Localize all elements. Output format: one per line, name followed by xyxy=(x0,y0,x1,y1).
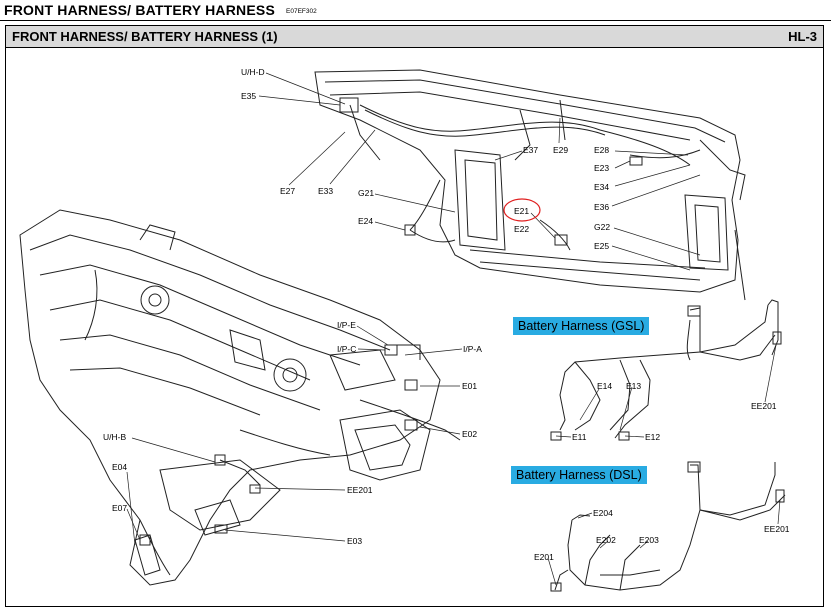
label-e29: E29 xyxy=(553,145,568,155)
engine-compartment-drawing xyxy=(19,209,461,586)
label-e37: E37 xyxy=(523,145,538,155)
label-ip-a: I/P-A xyxy=(463,344,482,354)
label-uh-d: U/H-D xyxy=(241,67,265,77)
battery-harness-dsl-drawing xyxy=(550,461,786,592)
label-e28: E28 xyxy=(594,145,609,155)
section-title: FRONT HARNESS/ BATTERY HARNESS (1) xyxy=(12,29,278,44)
label-e14: E14 xyxy=(597,381,612,391)
label-e22: E22 xyxy=(514,224,529,234)
label-ee201-gsl: EE201 xyxy=(751,401,777,411)
title-rule xyxy=(0,20,831,21)
e21-highlight-circle xyxy=(503,198,541,222)
callout-battery-harness-gsl: Battery Harness (GSL) xyxy=(513,317,650,335)
component-labels: U/H-D E35 E27 E33 E37 E29 E28 E23 E34 E3… xyxy=(103,67,790,562)
label-e23: E23 xyxy=(594,163,609,173)
label-ee201-main: EE201 xyxy=(347,485,373,495)
label-g21: G21 xyxy=(358,188,374,198)
document-code: E07EF302 xyxy=(286,8,317,15)
label-e13: E13 xyxy=(626,381,641,391)
leader-lines xyxy=(126,72,781,586)
label-e24: E24 xyxy=(358,216,373,226)
label-e04: E04 xyxy=(112,462,127,472)
document-title: FRONT HARNESS/ BATTERY HARNESS xyxy=(4,2,275,18)
label-g22: G22 xyxy=(594,222,610,232)
label-e27: E27 xyxy=(280,186,295,196)
label-e33: E33 xyxy=(318,186,333,196)
label-e34: E34 xyxy=(594,182,609,192)
label-ip-e: I/P-E xyxy=(337,320,356,330)
section-header: FRONT HARNESS/ BATTERY HARNESS (1) HL-3 xyxy=(6,26,823,48)
radiator-support-drawing xyxy=(314,69,746,301)
label-uh-b: U/H-B xyxy=(103,432,126,442)
label-e36: E36 xyxy=(594,202,609,212)
label-ee201-dsl: EE201 xyxy=(764,524,790,534)
label-e03: E03 xyxy=(347,536,362,546)
label-e25: E25 xyxy=(594,241,609,251)
callout-battery-harness-dsl: Battery Harness (DSL) xyxy=(511,466,647,484)
label-e02: E02 xyxy=(462,429,477,439)
label-e11: E11 xyxy=(572,432,587,442)
label-e35: E35 xyxy=(241,91,256,101)
page-code: HL-3 xyxy=(788,29,817,44)
label-e12: E12 xyxy=(645,432,660,442)
label-e21: E21 xyxy=(514,206,529,216)
label-e201: E201 xyxy=(534,552,554,562)
label-e01: E01 xyxy=(462,381,477,391)
battery-harness-gsl-drawing xyxy=(550,299,782,441)
label-e204: E204 xyxy=(593,508,613,518)
label-e202: E202 xyxy=(596,535,616,545)
label-e07: E07 xyxy=(112,503,127,513)
label-e203: E203 xyxy=(639,535,659,545)
label-ip-c: I/P-C xyxy=(337,344,356,354)
diagram-frame: FRONT HARNESS/ BATTERY HARNESS (1) HL-3 xyxy=(5,25,824,607)
